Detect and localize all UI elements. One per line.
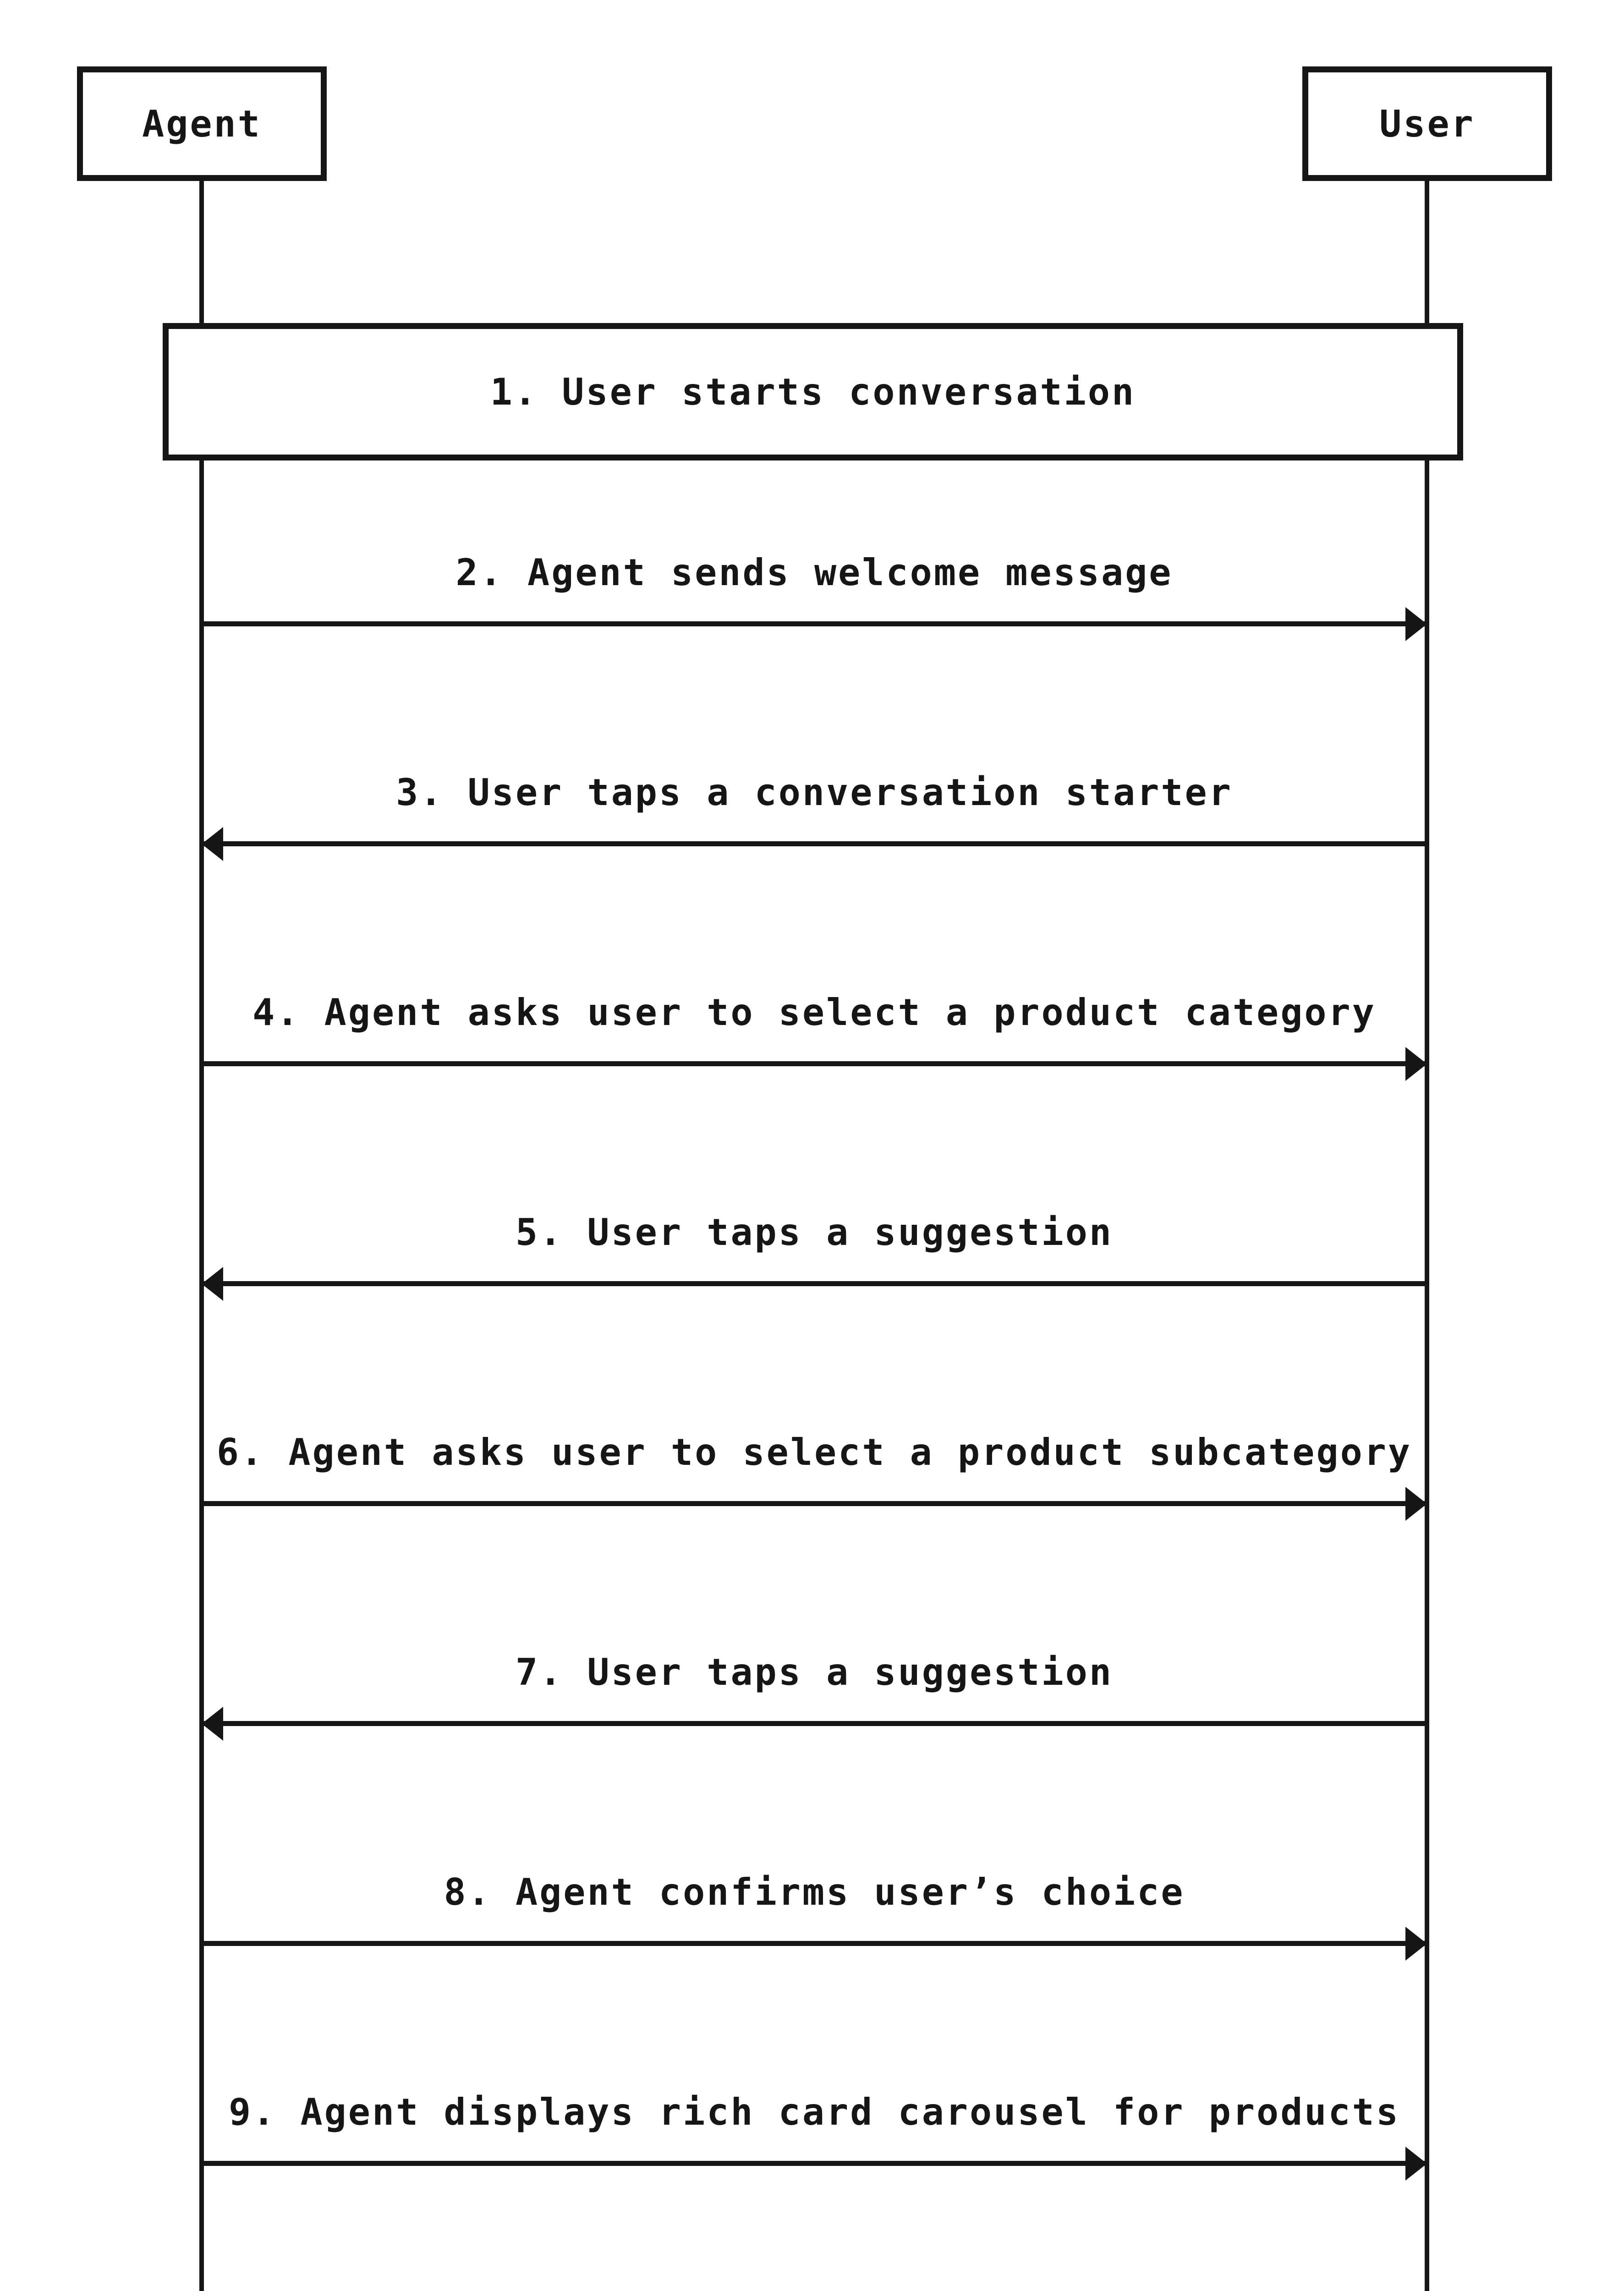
band-label: 1. User starts conversation bbox=[490, 370, 1136, 413]
message-9-arrow bbox=[202, 2146, 1427, 2181]
arrowhead-left-icon bbox=[202, 1706, 223, 1741]
message-3-label: 3. User taps a conversation starter bbox=[202, 767, 1427, 818]
message-2-label: 2. Agent sends welcome message bbox=[202, 547, 1427, 598]
message-5-arrow bbox=[202, 1266, 1427, 1301]
message-7-label: 7. User taps a suggestion bbox=[202, 1647, 1427, 1698]
message-3-arrow bbox=[202, 827, 1427, 861]
arrowhead-left-icon bbox=[202, 827, 223, 861]
lifeline-agent bbox=[199, 181, 204, 2291]
message-4-label: 4. Agent asks user to select a product c… bbox=[202, 987, 1427, 1038]
participant-user-top: User bbox=[1302, 66, 1552, 181]
message-4-arrow bbox=[202, 1047, 1427, 1081]
message-2-arrow bbox=[202, 607, 1427, 641]
arrowhead-right-icon bbox=[1405, 607, 1427, 641]
participant-label: Agent bbox=[142, 102, 262, 145]
arrowhead-right-icon bbox=[1405, 2146, 1427, 2181]
message-5-label: 5. User taps a suggestion bbox=[202, 1207, 1427, 1258]
arrowhead-left-icon bbox=[202, 1266, 223, 1301]
message-7-arrow bbox=[202, 1706, 1427, 1741]
message-label-line: 9. Agent displays rich card carousel for… bbox=[228, 2091, 1400, 2133]
arrowhead-right-icon bbox=[1405, 1047, 1427, 1081]
message-8-arrow bbox=[202, 1926, 1427, 1961]
conversation-start-band: 1. User starts conversation bbox=[163, 323, 1463, 460]
message-8-label: 8. Agent confirms user’s choice bbox=[202, 1867, 1427, 1918]
message-label-line: 2. Agent sends welcome message bbox=[455, 551, 1173, 594]
message-9-label: 9. Agent displays rich card carousel for… bbox=[202, 2087, 1427, 2138]
arrowhead-right-icon bbox=[1405, 1926, 1427, 1961]
message-label-line: 4. Agent asks user to select a product c… bbox=[252, 991, 1376, 1034]
participant-agent-top: Agent bbox=[77, 66, 327, 181]
lifeline-user bbox=[1425, 181, 1429, 2291]
message-label-line: 8. Agent confirms user’s choice bbox=[444, 1871, 1185, 1913]
message-label-line: 3. User taps a conversation starter bbox=[396, 771, 1233, 814]
arrowhead-right-icon bbox=[1405, 1486, 1427, 1521]
message-6-arrow bbox=[202, 1486, 1427, 1521]
message-label-line: 6. Agent asks user to select a product s… bbox=[216, 1431, 1412, 1474]
message-label-line: 7. User taps a suggestion bbox=[515, 1651, 1114, 1694]
participant-label: User bbox=[1379, 102, 1475, 145]
message-6-label: 6. Agent asks user to select a product s… bbox=[202, 1427, 1427, 1478]
message-label-line: 5. User taps a suggestion bbox=[515, 1211, 1114, 1254]
